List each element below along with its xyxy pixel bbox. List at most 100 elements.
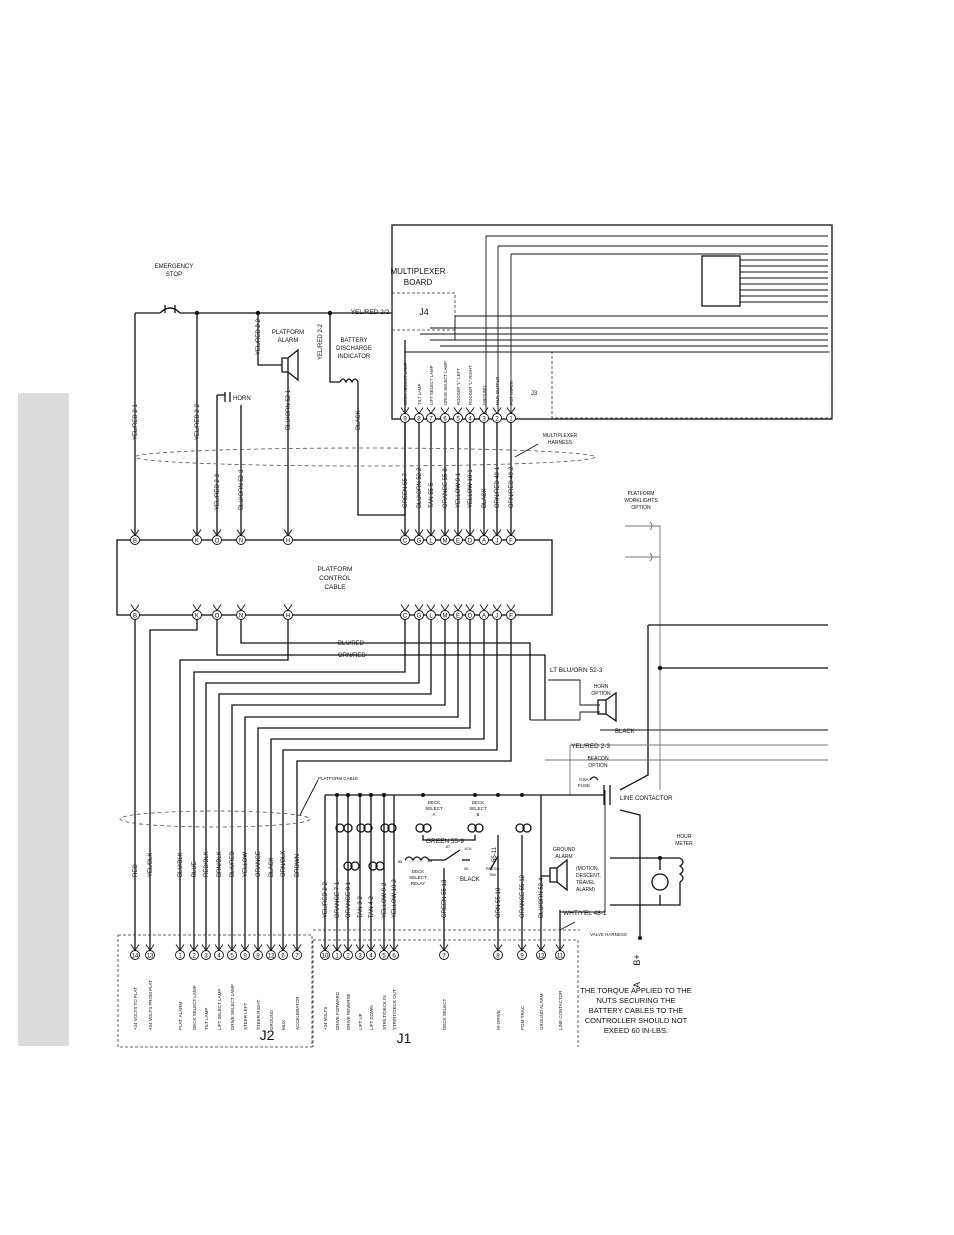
j2-pin-func: GROUND	[269, 1009, 274, 1030]
left-wire-label: YEL/RED 2-3	[215, 473, 221, 510]
j2-wire-label: BLK/RED	[230, 851, 236, 877]
harness-wire-label: YELLOW 10-1	[468, 469, 474, 508]
j1-wire-label: ORANGE 7-1	[335, 881, 341, 918]
platform-cable-label: PLATFORM CABLE	[318, 776, 358, 781]
board-pin-func: MUX OUTPUT	[495, 376, 500, 405]
relay-pin-label: 87A	[464, 846, 471, 851]
deck-select-b-label: B	[476, 812, 479, 817]
j2-wire-label: BLU/BLK	[178, 852, 184, 877]
j1-wire-label: ORN 55-10	[496, 887, 502, 918]
green-559-label: GREEN 55-9	[426, 838, 464, 845]
j1-pin-func: HI-DRIVE	[496, 1010, 501, 1030]
j2-connector	[117, 934, 313, 1048]
j2-label: J2	[260, 1027, 275, 1043]
j1-pin-func: GROUND ALARM	[539, 993, 544, 1030]
a-label: A	[632, 982, 642, 988]
j1-pin-func: STR/RT/DECK OUT	[392, 989, 397, 1030]
platform-alarm-label: ALARM	[278, 338, 299, 344]
j4-label: J4	[419, 307, 429, 317]
j1-wire-label: TAN 4-2	[369, 895, 375, 918]
left-wire-label: YEL/RED 2-1	[133, 403, 139, 440]
cable-top-pin-N: N	[239, 538, 243, 544]
j1-pin-3: 3	[358, 953, 362, 959]
platform-control-cable-label: CONTROL	[319, 575, 351, 582]
harness-wire-label: ORN/RED 49-1	[495, 466, 501, 508]
j1-pin-4: 4	[369, 953, 373, 959]
harness-wire-label: BLU/ORN 52-2	[417, 467, 423, 508]
multiplexer-harness-wires	[404, 418, 512, 540]
j1-pin-func: LIFT DOWN	[369, 1005, 374, 1030]
j2-pin-func: DECK SELECT LAMP	[192, 985, 197, 1030]
cable-bottom-pin-H: H	[286, 613, 290, 619]
j1-label: J1	[397, 1030, 412, 1046]
multiplexer-chip	[701, 255, 741, 307]
board-pin-func: DRIVE SELECT LAMP	[443, 361, 448, 405]
line-contactor-label: LINE CONTACTOR	[620, 796, 673, 802]
black-horn-label: BLACK	[615, 729, 635, 735]
alarm-modes-label: ALARM)	[576, 887, 595, 893]
cable-top-pin-M: M	[443, 538, 448, 544]
board-pin-9: 9	[403, 416, 407, 422]
relay-pin-label: 30	[464, 866, 469, 871]
multiplexer-harness-label: MULTIPLEXER	[543, 433, 578, 439]
cable-top-pin-L: L	[429, 538, 433, 544]
cable-bottom-pin-C: C	[403, 613, 408, 619]
platform-power-region	[134, 305, 406, 540]
j2-pin-8: 8	[256, 953, 260, 959]
board-pin-func: POT WIPER	[509, 381, 514, 405]
j1-pin-9: 9	[520, 953, 524, 959]
j2-wire-label: RED/BLK	[204, 851, 210, 877]
cable-bottom-pin-F: F	[509, 613, 513, 619]
cable-top-pin-K: K	[195, 538, 199, 544]
j2-wire-label: BLACK	[269, 857, 275, 877]
j1-pin-func: +24 VOLTS	[323, 1007, 328, 1030]
cable-top-pin-G: G	[417, 538, 422, 544]
harness-wire-label: ORANGE 55-8	[443, 468, 449, 508]
j1-pin-func: LINE CONTACTOR	[558, 990, 563, 1030]
deck-select-a-label: SELECT	[425, 806, 443, 811]
horn-option-icon	[597, 699, 607, 715]
j2-wire-label: ORANGE	[256, 851, 262, 877]
j1-pin-func: DRIVE REVERSE	[346, 993, 351, 1030]
j1-pin-1: 1	[335, 953, 339, 959]
j1-pin-func: DECK SELECT	[442, 998, 447, 1030]
left-wire-label: YEL/RED 2-2	[318, 323, 324, 360]
j1-pin-func: STR/LT/DECK IN	[382, 995, 387, 1030]
j2-pin-func: STEER RIGHT	[256, 999, 261, 1030]
press-switch-label: SW.	[489, 872, 496, 877]
cable-top-pin-F: F	[509, 538, 513, 544]
harness-wire-label: ORN/RED 49-2	[509, 466, 515, 508]
horn-option-label: OPTION	[591, 691, 611, 697]
battery-discharge-label: DISCHARGE	[336, 346, 372, 352]
board-pin-5: 5	[456, 416, 460, 422]
platform-control-cable	[116, 539, 553, 616]
cable-bottom-pin-E: E	[456, 613, 460, 619]
relay-black-label: BLACK	[460, 877, 480, 883]
board-pin-func: TILT LAMP	[417, 384, 422, 405]
j2-pin-func: DRIVE SELECT LAMP	[230, 984, 235, 1030]
deck-select-relay-label: SELECT	[409, 875, 427, 880]
platform-cable-oval	[119, 810, 311, 828]
j4-connector	[391, 292, 456, 331]
platform-alarm-label: PLATFORM	[272, 330, 304, 336]
cable-top-pin-D: D	[468, 538, 473, 544]
cable-top-pin-E: E	[456, 538, 460, 544]
horn-label: HORN	[233, 396, 251, 402]
board-pin-2: 2	[495, 416, 499, 422]
j2-wire-label: RED	[133, 864, 139, 877]
harness-wire-label: BLACK	[482, 488, 488, 508]
relay-pin-label: 87	[446, 844, 451, 849]
j1-pin-12: 12	[538, 953, 545, 959]
alarm-modes-label: (MOTION,	[576, 866, 599, 872]
ground-alarm-label: GROUND	[553, 847, 576, 853]
board-pin-6: 6	[443, 416, 447, 422]
j1-wire-label: YEL/RED 2-2	[323, 881, 329, 918]
cable-top-pin-C: C	[403, 538, 408, 544]
torque-note: EXEED 60 IN-LBS.	[604, 1026, 668, 1035]
j1-pin-5: 5	[382, 953, 386, 959]
left-wire-label: BLU/ORN 52-1	[286, 389, 292, 430]
deck-select-b-label: SELECT	[469, 806, 487, 811]
j2-pin-func: +24 VOLTS TO PLAT	[133, 987, 138, 1030]
